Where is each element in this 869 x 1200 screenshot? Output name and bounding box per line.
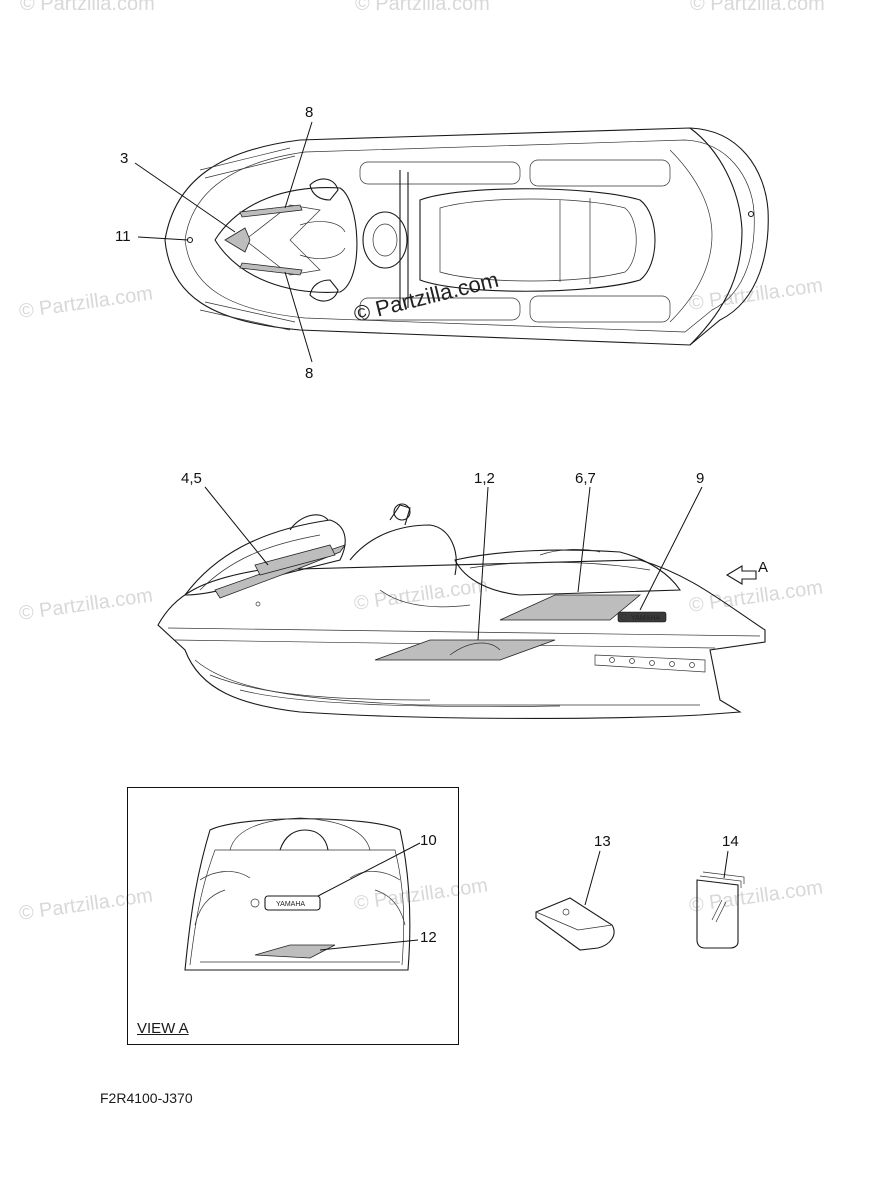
view-arrow-icon	[725, 565, 757, 585]
decal-6-7	[499, 594, 642, 621]
leader-8-top	[284, 121, 313, 209]
leader-1-2	[477, 486, 489, 641]
diagram-code: F2R4100-J370	[100, 1090, 193, 1106]
top-view-callouts: 3 8 8 11	[115, 104, 313, 382]
watermark: © Partzilla.com	[355, 0, 490, 15]
loose-parts: 13 14	[535, 833, 745, 951]
callout-9: 9	[696, 470, 704, 487]
leader-9	[639, 486, 703, 611]
part-14-card	[696, 879, 739, 949]
watermark: © Partzilla.com	[20, 0, 155, 15]
callout-12: 12	[420, 929, 437, 946]
callout-3: 3	[120, 150, 128, 167]
callout-6-7: 6,7	[575, 470, 596, 487]
view-arrow-label: A	[758, 559, 768, 576]
callout-10: 10	[420, 832, 437, 849]
leader-6-7	[577, 486, 591, 593]
decal-9	[617, 611, 667, 623]
watermark: © Partzilla.com	[18, 282, 155, 323]
decal-10-text: YAMAHA	[276, 901, 305, 908]
decal-9-text: YAMAHA	[631, 615, 660, 622]
leader-14	[723, 850, 729, 879]
callout-1-2: 1,2	[474, 470, 495, 487]
view-a-callouts: 10 12	[317, 832, 437, 951]
callout-14: 14	[722, 833, 739, 850]
view-a: YAMAHA	[184, 817, 411, 971]
leader-4-5	[204, 486, 269, 566]
watermark: © Partzilla.com	[688, 876, 825, 917]
view-a-frame	[127, 787, 459, 1045]
side-view-callouts: 4,5 1,2 6,7 9 A	[181, 470, 768, 641]
decal-1-2	[374, 639, 556, 661]
top-view: © Partzilla.com	[164, 127, 769, 346]
leader-12	[319, 939, 419, 951]
watermark-main: © Partzilla.com	[351, 267, 501, 327]
leader-10	[317, 842, 421, 897]
decal-12	[254, 944, 336, 959]
leader-11	[137, 236, 189, 241]
callout-4-5: 4,5	[181, 470, 202, 487]
callout-13: 13	[594, 833, 611, 850]
watermark: © Partzilla.com	[688, 576, 825, 617]
decal-10	[264, 895, 321, 911]
callout-11: 11	[115, 228, 131, 245]
side-view: YAMAHA	[157, 503, 766, 719]
leader-3	[134, 162, 236, 233]
callout-8-top: 8	[305, 104, 313, 121]
part-13-pouch	[535, 897, 615, 951]
watermark: © Partzilla.com	[353, 574, 490, 615]
leader-13	[584, 850, 601, 906]
callout-8-bottom: 8	[305, 365, 313, 382]
watermark: © Partzilla.com	[690, 0, 825, 15]
watermark: © Partzilla.com	[18, 584, 155, 625]
watermark: © Partzilla.com	[688, 274, 825, 315]
leader-8-bottom	[284, 271, 313, 363]
view-a-label: VIEW A	[137, 1020, 189, 1037]
